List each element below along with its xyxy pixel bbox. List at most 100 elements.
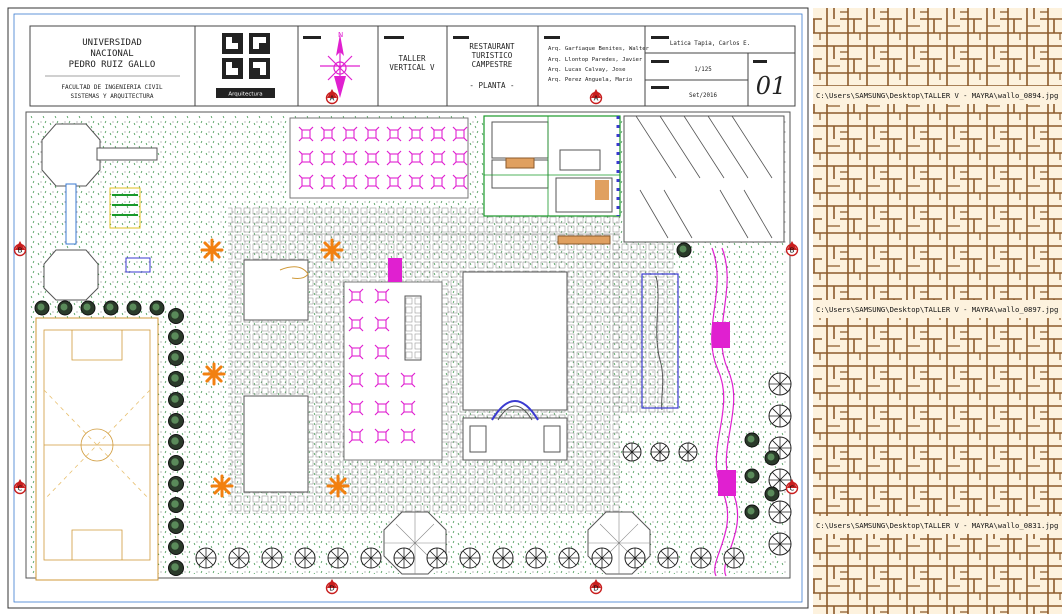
section-marker-label: A: [330, 95, 335, 103]
table-set: [408, 150, 424, 166]
table-group-north: [298, 126, 468, 190]
tree-icon: [650, 442, 670, 462]
section-marker-label: C: [18, 485, 23, 493]
title-block: UNIVERSIDAD NACIONAL PEDRO RUIZ GALLO FA…: [29, 25, 796, 107]
section-marker-label: A: [594, 95, 599, 103]
table-set: [374, 400, 390, 416]
tree-icon: [678, 442, 698, 462]
section-marker-icon: D: [325, 579, 339, 595]
table-set: [364, 174, 380, 190]
university-line-3: PEDRO RUIZ GALLO: [69, 60, 156, 70]
team-member-1: Arq. Garfiaque Benites, Walter: [548, 46, 650, 52]
shrub-icon: [168, 518, 184, 534]
svg-text:N: N: [338, 31, 343, 39]
shrub-icon: [149, 300, 165, 316]
inner-border: [13, 13, 803, 603]
shrub-icon: [126, 300, 142, 316]
university-line-2: NACIONAL: [90, 49, 133, 59]
palm-tree-icon: [202, 362, 226, 386]
faculty-logo: Arquitectura: [216, 33, 275, 98]
shrub-icon: [764, 450, 780, 466]
bench: [557, 235, 611, 245]
tree-icon: [327, 547, 349, 569]
table-set: [320, 174, 336, 190]
table-set: [374, 288, 390, 304]
table-set: [430, 150, 446, 166]
section-marker-icon: A: [589, 89, 603, 105]
table-set: [374, 316, 390, 332]
project-sheet-name: - PLANTA -: [469, 81, 514, 90]
table-set: [342, 150, 358, 166]
shrub-icon: [168, 371, 184, 387]
shrub-icon: [57, 300, 73, 316]
table-set: [342, 126, 358, 142]
tree-icon: [723, 547, 745, 569]
tree-icon: [558, 547, 580, 569]
table-set: [400, 428, 416, 444]
table-set: [342, 174, 358, 190]
team-member-4: Arq. Perez Anguela, Mario: [548, 77, 632, 83]
table-set: [408, 174, 424, 190]
tree-icon: [294, 547, 316, 569]
table-set: [348, 372, 364, 388]
section-marker-icon: B: [13, 241, 27, 257]
tree-icon: [768, 532, 792, 556]
main-building: [462, 271, 568, 411]
service-building: [483, 115, 621, 217]
tree-icon: [393, 547, 415, 569]
table-set: [430, 174, 446, 190]
workshop-line-2: VERTICAL V: [389, 63, 435, 72]
shrub-icon: [168, 350, 184, 366]
table-set: [320, 150, 336, 166]
tree-row: [34, 242, 792, 576]
parking-lot: [623, 115, 785, 243]
table-set: [348, 316, 364, 332]
east-paving: [612, 242, 674, 414]
dining-hall-center: [343, 281, 443, 461]
tree-icon: [525, 547, 547, 569]
pool-west-1: [243, 259, 309, 321]
table-set: [374, 344, 390, 360]
table-set: [452, 174, 468, 190]
pool-west-2: [243, 395, 309, 493]
palm-tree-icon: [320, 238, 344, 262]
project-line-2: TURISTICO: [472, 51, 513, 60]
shrub-icon: [168, 434, 184, 450]
section-marker-icon: D: [589, 579, 603, 595]
section-marker-icon: C: [785, 479, 799, 495]
sheet-number: 01: [756, 72, 787, 100]
table-set: [408, 126, 424, 142]
tree-icon: [261, 547, 283, 569]
table-set: [348, 428, 364, 444]
stairs: [404, 295, 422, 361]
table-set: [320, 126, 336, 142]
table-set: [386, 126, 402, 142]
table-set: [374, 372, 390, 388]
sports-court: [35, 317, 159, 581]
texture-path-1: C:\Users\SAMSUNG\Desktop\TALLER V - MAYR…: [816, 91, 1058, 100]
texture-path-2: C:\Users\SAMSUNG\Desktop\TALLER V - MAYR…: [816, 305, 1058, 314]
shrub-icon: [168, 539, 184, 555]
section-marker-label: B: [18, 247, 23, 255]
table-set: [400, 372, 416, 388]
shrub-icon: [103, 300, 119, 316]
table-set: [298, 174, 314, 190]
table-set: [364, 150, 380, 166]
shrub-icon: [168, 476, 184, 492]
north-arrow-icon: N: [303, 31, 360, 98]
section-marker-icon: A: [325, 89, 339, 105]
student-name: Latica Tapia, Carlos E.: [670, 41, 750, 47]
section-marker-icon: B: [785, 241, 799, 257]
palm-tree-icon: [200, 238, 224, 262]
section-marker-icon: C: [13, 479, 27, 495]
shrub-icon: [744, 432, 760, 448]
faculty-line-1: FACULTAD DE INGENIERIA CIVIL: [61, 84, 163, 91]
texture-path-3: C:\Users\SAMSUNG\Desktop\TALLER V - MAYR…: [816, 521, 1058, 530]
table-set: [452, 126, 468, 142]
logo-caption: Arquitectura: [228, 92, 262, 98]
tree-icon: [426, 547, 448, 569]
dining-hall-north: [289, 117, 469, 199]
tree-icon: [768, 500, 792, 524]
tree-icon: [768, 372, 792, 396]
